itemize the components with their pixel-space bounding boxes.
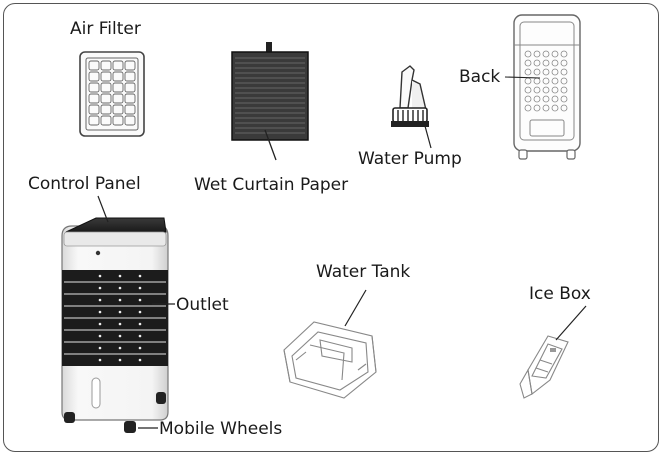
label-outlet: Outlet — [176, 295, 229, 315]
air-filter-grid — [88, 60, 136, 126]
water-tank-leader — [344, 289, 367, 327]
label-control-panel: Control Panel — [28, 174, 141, 194]
label-ice-box: Ice Box — [529, 284, 591, 304]
ice-box-leader — [555, 305, 587, 341]
label-water-pump: Water Pump — [358, 149, 462, 169]
wet-curtain-paper-illustration — [231, 42, 309, 161]
water-tank-illustration — [283, 289, 377, 399]
cooler-front-illustration — [61, 195, 175, 433]
label-air-filter: Air Filter — [70, 19, 141, 39]
air-filter-illustration — [79, 51, 145, 137]
label-back: Back — [459, 67, 501, 87]
label-mobile-wheels: Mobile Wheels — [159, 419, 283, 439]
ice-box-illustration — [519, 305, 587, 399]
diagram-frame — [3, 3, 659, 452]
label-water-tank: Water Tank — [316, 262, 411, 282]
control-panel-leader — [97, 195, 109, 223]
label-wet-curtain-paper: Wet Curtain Paper — [194, 175, 349, 195]
back-view-illustration — [504, 14, 581, 160]
water-pump-illustration — [391, 65, 432, 149]
